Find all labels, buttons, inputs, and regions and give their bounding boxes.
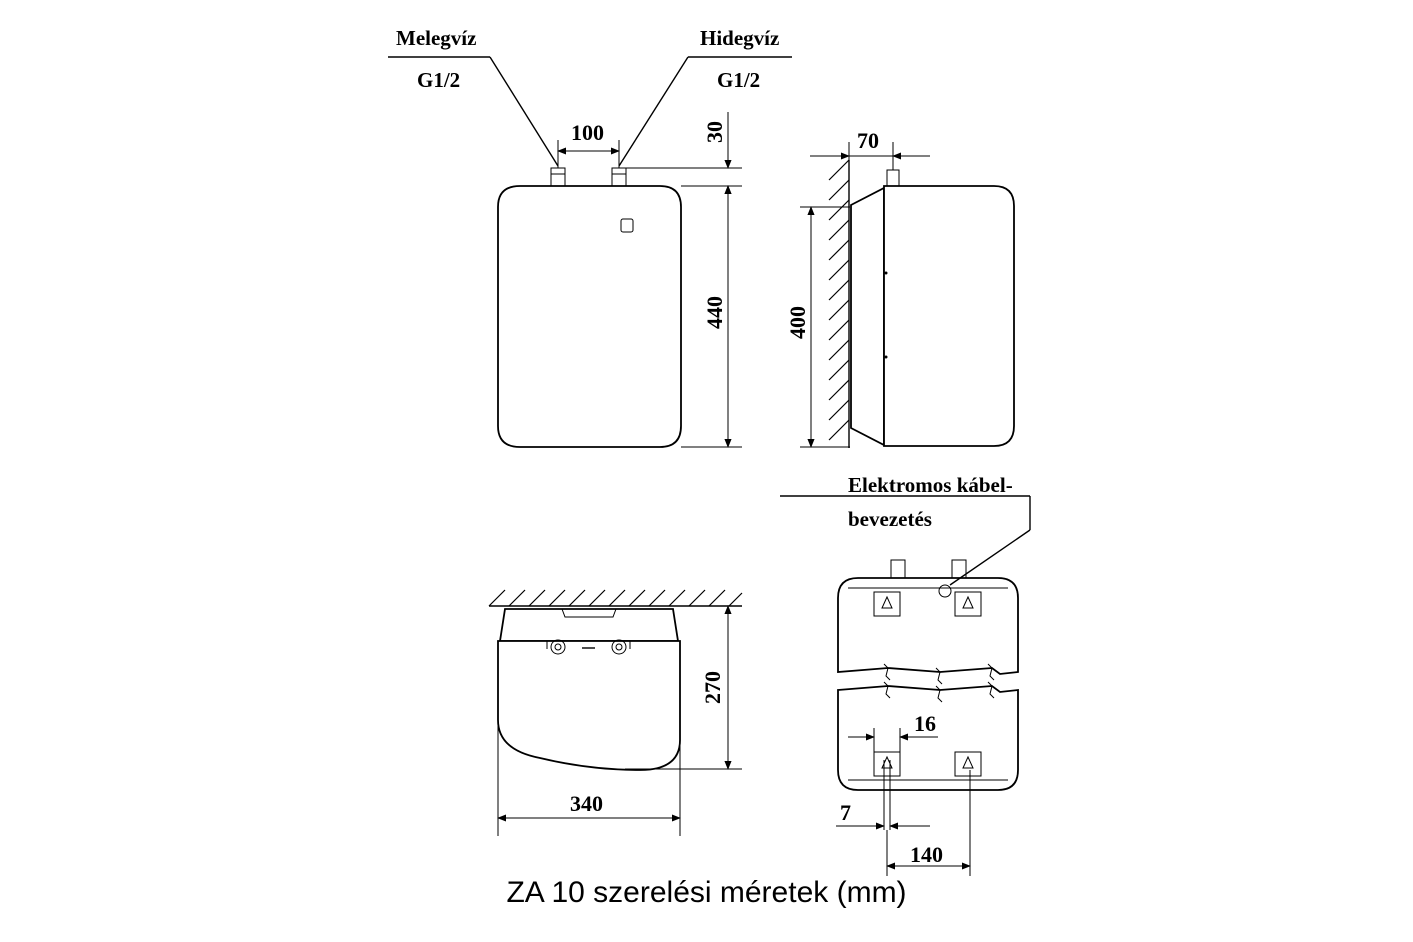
rear-hot-pipe-stub — [890, 559, 906, 579]
hot-pipe-stub — [550, 167, 566, 187]
dim-bracket-spacing: 140 — [910, 842, 943, 867]
dim-bracket-offset: 7 — [840, 800, 851, 825]
dim-width: 340 — [570, 791, 603, 816]
rear-view-lower — [837, 685, 1019, 791]
side-pipe-stub — [886, 169, 900, 187]
dim-side-mount-height: 400 — [785, 306, 810, 339]
cold-pipe-stub — [611, 167, 627, 187]
rear-bracket-upper-right — [954, 591, 982, 617]
dim-pipe-height: 30 — [702, 121, 727, 143]
cable-entry — [938, 584, 952, 598]
rear-bracket-lower-left — [873, 751, 901, 777]
cold-water-label: Hidegvíz — [700, 26, 779, 50]
drawing-caption: ZA 10 szerelési méretek (mm) — [506, 876, 907, 909]
top-view-body — [497, 640, 681, 771]
rear-bracket-lower-right — [954, 751, 982, 777]
top-cold-connection — [611, 639, 627, 655]
cable-entry-label-line2: bevezetés — [848, 507, 932, 531]
cable-entry-label-line1: Elektromos kábel- — [848, 473, 1013, 497]
dim-bracket-width: 16 — [914, 711, 936, 736]
rear-view — [780, 495, 1031, 876]
front-view — [388, 56, 792, 448]
top-wall-hatching — [488, 589, 743, 607]
hot-thread-label: G1/2 — [417, 68, 460, 92]
side-view — [800, 142, 1015, 448]
dim-pipe-spacing: 100 — [571, 120, 604, 145]
side-back-plate — [850, 186, 885, 447]
rear-view-upper — [837, 577, 1019, 675]
dim-depth: 270 — [700, 671, 725, 704]
hot-water-label: Melegvíz — [396, 26, 476, 50]
dim-side-depth: 70 — [857, 128, 879, 153]
cold-thread-label: G1/2 — [717, 68, 760, 92]
dim-unit-height: 440 — [702, 296, 727, 329]
front-indicator-light — [620, 218, 634, 233]
top-back-plate — [498, 608, 680, 642]
front-view-body — [497, 185, 682, 448]
side-wall-hatching — [828, 159, 850, 441]
top-hot-connection — [550, 639, 566, 655]
side-view-body — [883, 185, 1015, 447]
top-view — [488, 589, 743, 836]
rear-bracket-upper-left — [873, 591, 901, 617]
